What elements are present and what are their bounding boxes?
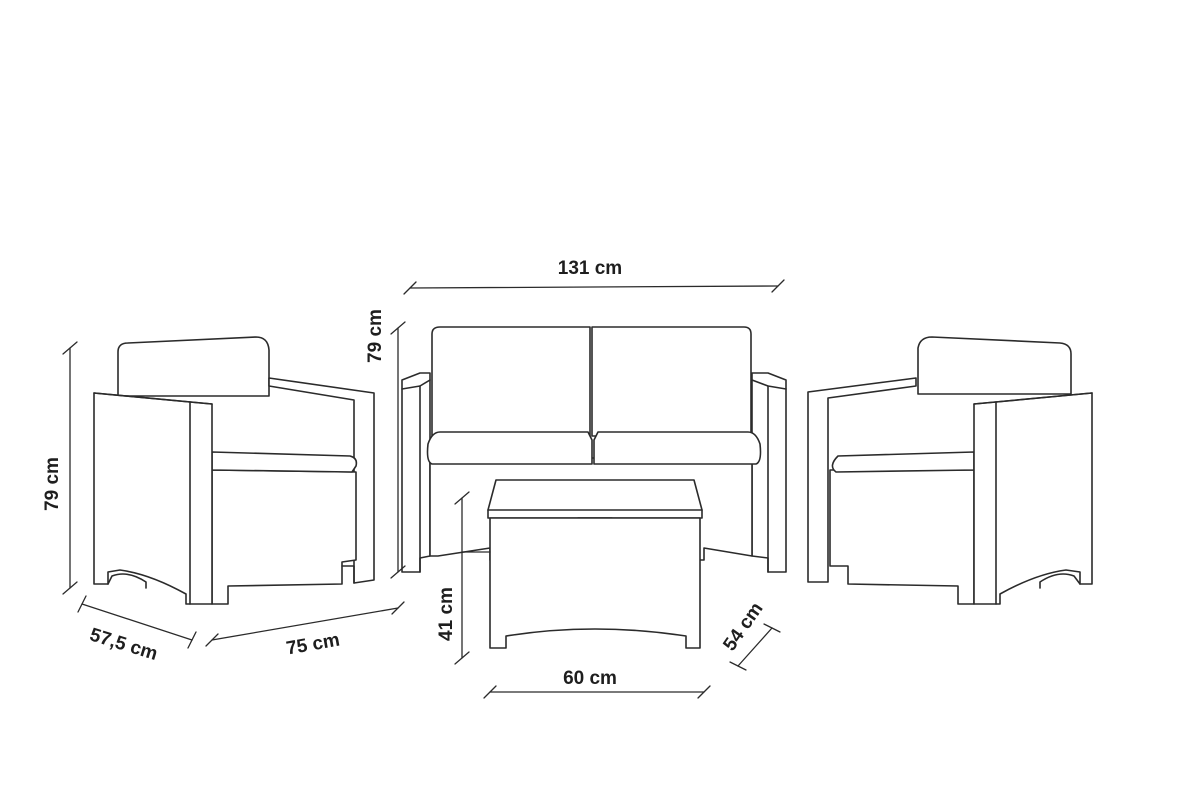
- sofa-back-cushion-left: [431, 326, 591, 437]
- right-armchair-seat-cushion: [831, 451, 975, 473]
- right-armchair-backrest: [917, 336, 1072, 395]
- label-table-width: 60 cm: [563, 668, 617, 689]
- right-armchair-front-arm: [973, 392, 1093, 605]
- coffee-table: [487, 479, 703, 649]
- right-armchair-left-arm: [807, 377, 917, 583]
- left-armchair-backrest: [117, 336, 270, 397]
- label-armchair-depth: 57,5 cm: [87, 625, 160, 665]
- label-armchair-height: 79 cm: [42, 457, 63, 511]
- label-sofa-height: 79 cm: [365, 309, 386, 363]
- label-table-depth: 54 cm: [719, 599, 767, 655]
- coffee-table-top: [487, 479, 703, 519]
- label-armchair-width: 75 cm: [285, 630, 342, 660]
- sofa-seat-cushion-right: [593, 431, 762, 465]
- sofa-right-arm: [751, 372, 787, 573]
- left-armchair: [93, 336, 375, 605]
- sofa-seat-cushion-left: [426, 431, 593, 465]
- coffee-table-body: [489, 517, 701, 649]
- label-table-height: 41 cm: [436, 587, 457, 641]
- sofa-left-arm: [401, 372, 431, 573]
- left-armchair-seat-cushion: [211, 451, 358, 473]
- dimension-lines: [62, 279, 785, 699]
- label-sofa-width: 131 cm: [558, 258, 622, 279]
- sofa-back-cushion-right: [591, 326, 752, 437]
- left-armchair-front-arm: [93, 392, 213, 605]
- left-armchair-body: [211, 469, 357, 605]
- right-armchair-body: [829, 469, 975, 605]
- right-armchair: [807, 336, 1093, 605]
